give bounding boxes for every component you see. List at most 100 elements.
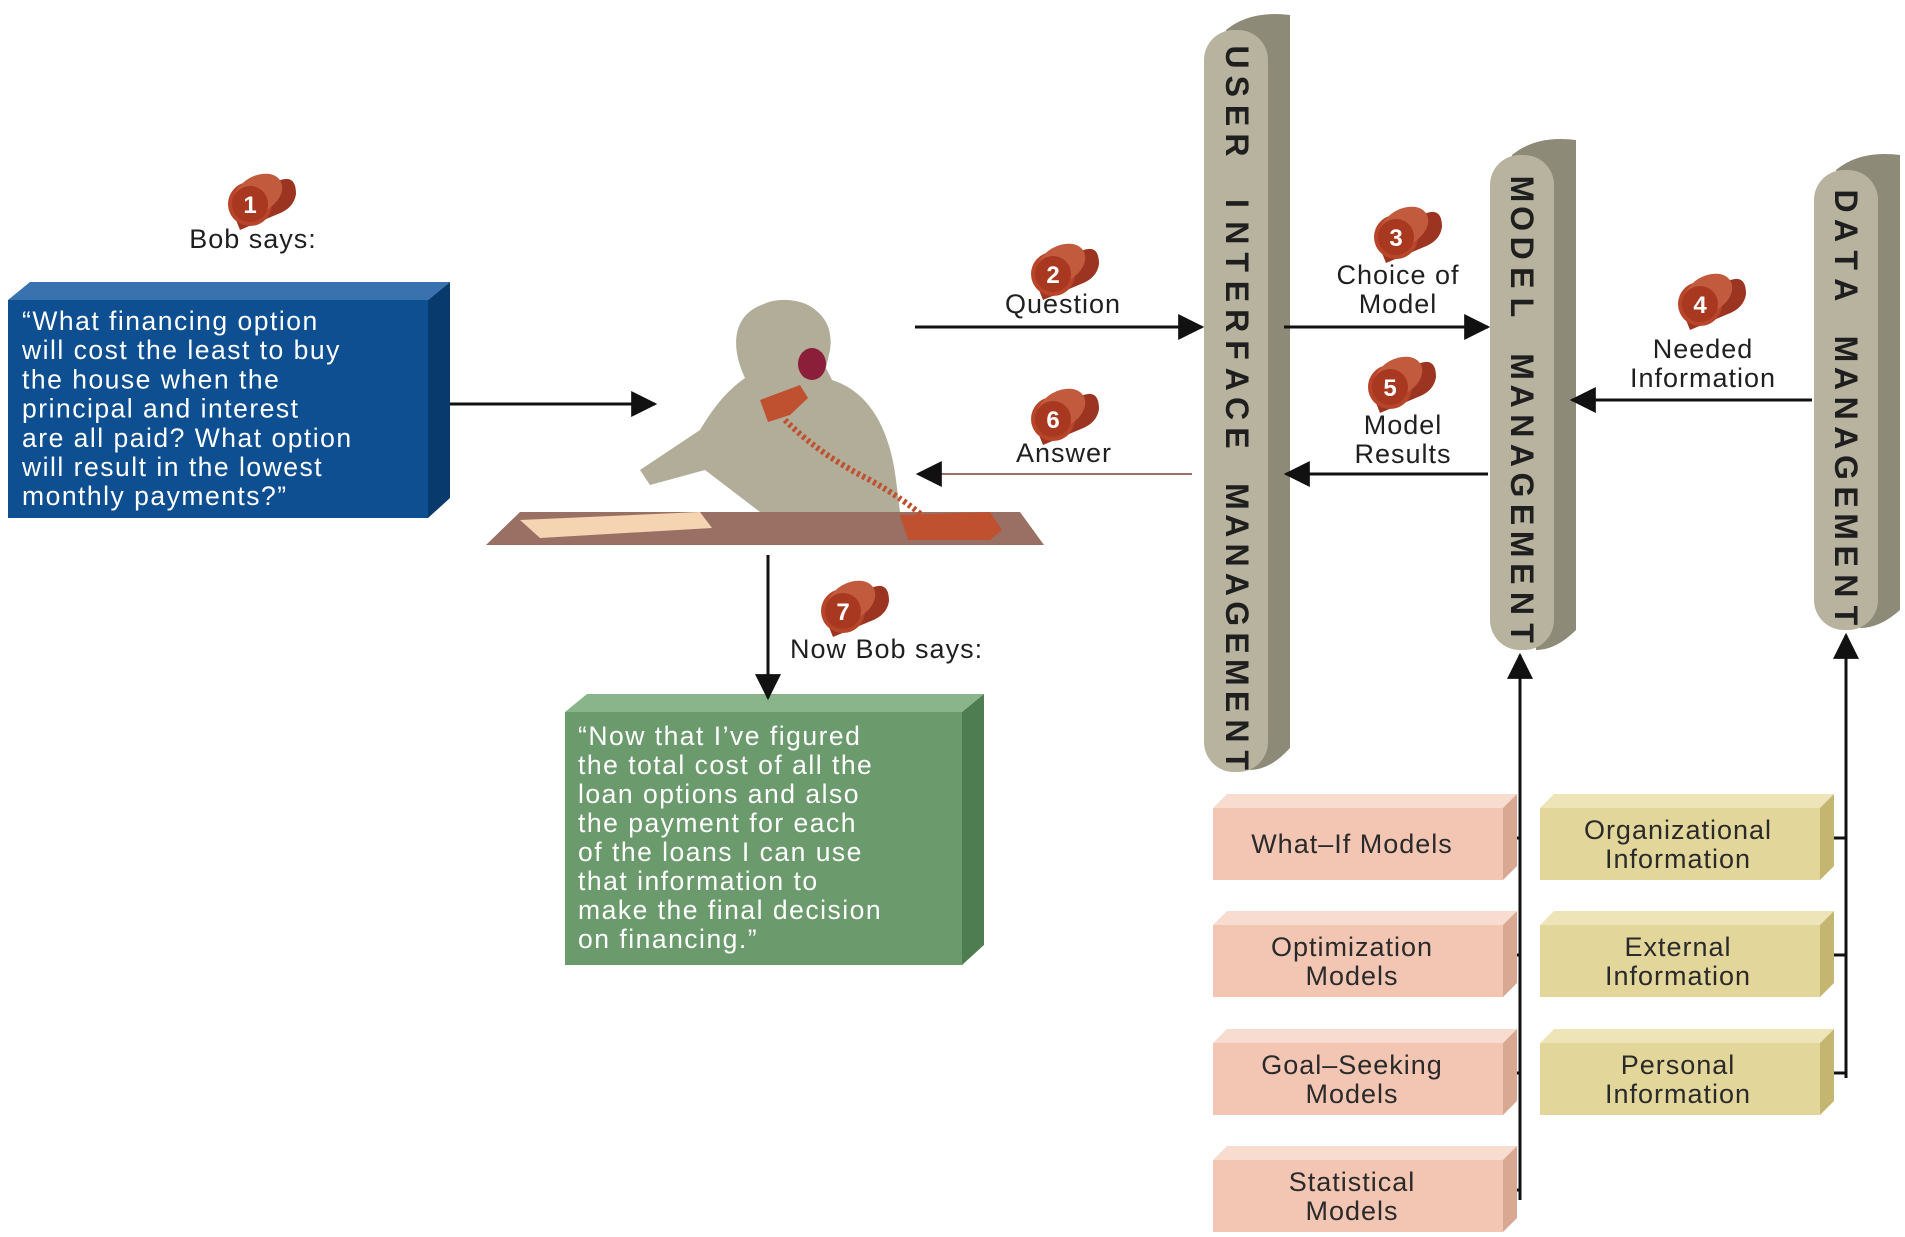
pillar-letter: R: [1219, 309, 1255, 332]
step-marker: 5: [1368, 356, 1436, 413]
initial-quote-line: are all paid? What option: [22, 423, 353, 453]
pillar-letter: D: [1828, 189, 1864, 212]
step-number: 1: [243, 192, 256, 219]
pillar-letter: A: [1219, 368, 1255, 391]
now-bob-says-label: Now Bob says:: [790, 634, 983, 664]
question-label: Question: [1005, 289, 1121, 319]
pillar-letter: A: [1504, 385, 1540, 408]
pillar-letter: T: [1828, 250, 1864, 270]
initial-quote-line: monthly payments?”: [22, 481, 288, 511]
pillar-letter: L: [1504, 298, 1540, 318]
initial-quote-line: will cost the least to buy: [21, 335, 341, 365]
phone-cord: [782, 417, 928, 521]
step-markers: 1 2 3 4 5 6 7: [228, 173, 1746, 637]
model-box-label: Models: [1305, 961, 1398, 991]
pillar-letter: E: [1219, 427, 1255, 448]
info-box-label: External: [1624, 932, 1731, 962]
final-quote-line: on financing.”: [578, 924, 758, 954]
pillar-letter: T: [1504, 623, 1540, 643]
pillar-letter: A: [1219, 514, 1255, 537]
initial-quote-line: will result in the lowest: [21, 452, 323, 482]
pillar-letter: E: [1504, 504, 1540, 525]
pillar-letter: N: [1504, 414, 1540, 437]
pillar-letter: I: [1219, 199, 1255, 208]
step-number: 3: [1389, 225, 1402, 252]
final-quote-line: “Now that I’ve figured: [578, 721, 861, 751]
pillar-letter: E: [1504, 267, 1540, 288]
step-marker: 4: [1678, 273, 1746, 330]
model-box-label: What–If Models: [1251, 829, 1453, 859]
final-quote-line: make the final decision: [578, 895, 882, 925]
pillar-letter: A: [1504, 444, 1540, 467]
info-box-label: Organizational: [1584, 815, 1772, 845]
pillar-letter: A: [1828, 367, 1864, 390]
info-boxes: OrganizationalInformationExternalInforma…: [1540, 794, 1846, 1115]
model-box-label: Goal–Seeking: [1261, 1050, 1443, 1080]
model-results-label-1: Model: [1364, 410, 1443, 440]
needed-information-label-1: Needed: [1653, 334, 1754, 364]
pillar-letter: E: [1219, 105, 1255, 126]
final-quote-line: the payment for each: [578, 808, 857, 838]
pillar-letter: T: [1828, 606, 1864, 626]
pillar-letter: N: [1504, 592, 1540, 615]
pillar-letter: M: [1828, 336, 1864, 363]
step-marker: 6: [1031, 388, 1099, 445]
pillar-letter: N: [1828, 397, 1864, 420]
pillar-letter: E: [1219, 632, 1255, 653]
initial-quote-line: the house when the: [22, 364, 280, 394]
pillar-letter: U: [1219, 45, 1255, 68]
pillar-letter: N: [1219, 221, 1255, 244]
pillar-letter: M: [1504, 531, 1540, 558]
pillar-letter: N: [1219, 544, 1255, 567]
step-marker: 2: [1031, 243, 1099, 300]
step-marker: 7: [821, 580, 889, 637]
final-quote-line: loan options and also: [578, 779, 860, 809]
pillar-letter: A: [1219, 573, 1255, 596]
model-box-label: Models: [1305, 1079, 1398, 1109]
step-number: 2: [1046, 262, 1059, 289]
phone-handset: [760, 385, 808, 422]
pillar-letter: E: [1828, 486, 1864, 507]
pillar-letter: A: [1828, 426, 1864, 449]
step-number: 6: [1046, 407, 1059, 434]
pillar-letter: E: [1219, 281, 1255, 302]
pillar-letter: E: [1504, 563, 1540, 584]
pillar-letter: G: [1828, 455, 1864, 480]
needed-information-label-2: Information: [1630, 363, 1776, 393]
pillar-letter: M: [1219, 483, 1255, 510]
choice-of-model-label-1: Choice of: [1336, 260, 1459, 290]
pillar-letter: N: [1828, 574, 1864, 597]
pillar-letter: N: [1219, 719, 1255, 742]
pillar-letter: M: [1504, 353, 1540, 380]
bob-says-label: Bob says:: [189, 224, 317, 254]
step-number: 7: [836, 599, 849, 626]
final-quote-line: of the loans I can use: [578, 837, 863, 867]
pillar-letter: M: [1504, 176, 1540, 203]
initial-quote-line: principal and interest: [22, 394, 300, 424]
pillar-letter: O: [1504, 206, 1540, 231]
pillar-letter: C: [1219, 397, 1255, 420]
phone-base: [900, 512, 1002, 540]
pillar-letter: E: [1219, 691, 1255, 712]
step-number: 4: [1693, 292, 1707, 319]
step-marker: 1: [228, 173, 296, 230]
pillar-letter: M: [1219, 659, 1255, 686]
pillar-letter: T: [1219, 750, 1255, 770]
pillar-letter: R: [1219, 133, 1255, 156]
pillar-letter: S: [1219, 76, 1255, 97]
